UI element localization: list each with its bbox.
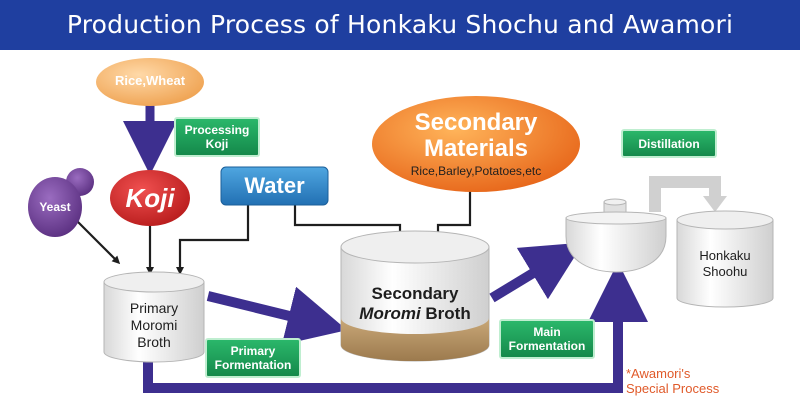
secondary-to-distiller-arrow xyxy=(489,242,584,303)
primary-moromi-tank xyxy=(103,271,205,363)
rice-wheat-bubble xyxy=(96,58,204,106)
honkaku-shochu-label: Honkaku Shoohu xyxy=(699,248,751,279)
water-to-primary-arrow xyxy=(176,205,250,275)
secondary-moromi-tank xyxy=(340,230,490,362)
secondary-moromi-line1: Secondary xyxy=(371,284,459,303)
main-fermentation-label: Main Formentation xyxy=(508,325,586,353)
secondary-materials-title: Secondary Materials xyxy=(414,109,538,162)
primary-moromi-label: Primary Moromi Broth xyxy=(129,300,179,350)
distiller-apparatus xyxy=(565,176,727,273)
secondary-materials-bubble xyxy=(372,96,580,192)
honkaku-shochu-tank xyxy=(676,210,774,308)
secondary-moromi-label: Secondary Moromi Broth xyxy=(341,284,489,324)
koji-bubble xyxy=(110,170,190,226)
yeast-shape xyxy=(28,168,94,237)
moromi-italic-word: Moromi xyxy=(359,304,421,323)
title-bar xyxy=(0,0,800,50)
koji-label: Koji xyxy=(125,183,175,213)
secondary-moromi-line2: Moromi Broth xyxy=(341,304,489,324)
primary-to-secondary-arrow xyxy=(206,286,348,345)
moromi-mash-fill xyxy=(341,318,489,361)
main-fermentation-box xyxy=(499,319,595,359)
primary-fermentation-label: Primary Formentation xyxy=(214,344,292,372)
distiller-pipe xyxy=(649,176,721,212)
secondary-materials-subtitle: Rice,Barley,Potatoes,etc xyxy=(410,164,542,178)
diagram-canvas xyxy=(28,58,774,393)
page-title: Production Process of Honkaku Shochu and… xyxy=(66,10,734,39)
rice-wheat-label: Rice,Wheat xyxy=(114,73,186,88)
awamori-note: *Awamori's Special Process xyxy=(626,366,720,396)
distillation-label: Distillation xyxy=(638,137,700,151)
yeast-label: Yeast xyxy=(39,200,71,214)
broth-word: Broth xyxy=(420,304,471,323)
distillation-box xyxy=(621,129,717,158)
processing-koji-label: Processing Koji xyxy=(184,123,250,151)
primary-fermentation-box xyxy=(205,338,301,378)
awamori-bypass-arrow xyxy=(143,262,648,393)
processing-koji-box xyxy=(174,117,260,157)
thick-arrows xyxy=(123,96,648,393)
water-box xyxy=(220,166,329,206)
water-label: Water xyxy=(244,173,305,198)
